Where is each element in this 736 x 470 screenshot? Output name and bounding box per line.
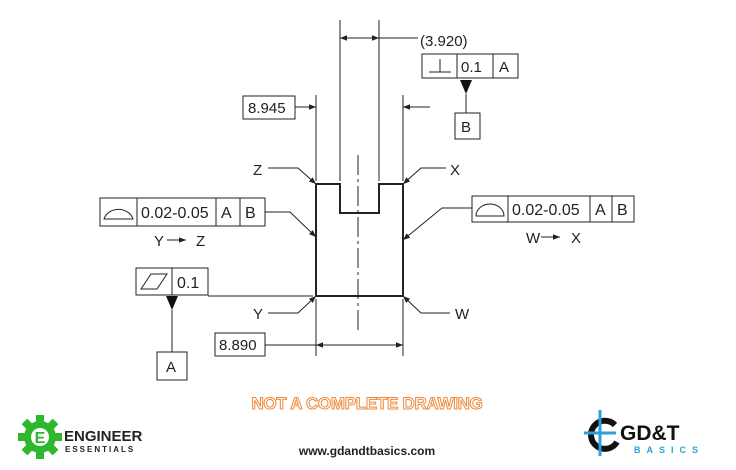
crosshair-icon (584, 410, 620, 456)
part-outline (315, 183, 404, 297)
flatness-icon (140, 273, 168, 290)
svg-text:X: X (571, 230, 581, 247)
profile-of-surface-icon (475, 203, 505, 217)
perpendicularity-icon (429, 59, 451, 73)
right-profile-fcf: 0.02-0.05 A B (471, 195, 635, 223)
datum-triangle (460, 80, 472, 94)
svg-text:B: B (245, 205, 256, 222)
svg-text:W: W (526, 230, 541, 247)
svg-text:BASICS: BASICS (634, 445, 704, 455)
point-label-x: X (450, 162, 460, 179)
svg-text:A: A (166, 359, 176, 376)
svg-text:A: A (595, 202, 606, 219)
point-label-z: Z (253, 162, 262, 179)
not-complete-notice: NOT A COMPLETE DRAWING (251, 394, 482, 413)
svg-text:ESSENTIALS: ESSENTIALS (65, 445, 135, 454)
svg-text:B: B (461, 119, 471, 136)
slot-width-ref-dim: (3.920) (420, 33, 468, 50)
svg-text:Z: Z (196, 233, 205, 250)
engineer-essentials-logo: E ENGINEER ESSENTIALS (18, 415, 143, 459)
svg-text:GD&T: GD&T (620, 422, 680, 445)
svg-text:ENGINEER: ENGINEER (64, 428, 143, 445)
svg-text:A: A (221, 205, 232, 222)
svg-text:B: B (617, 202, 628, 219)
svg-text:0.02-0.05: 0.02-0.05 (141, 205, 209, 222)
dim-box-8945 (242, 95, 296, 120)
svg-text:8.945: 8.945 (248, 100, 286, 117)
point-label-w: W (455, 306, 470, 323)
svg-text:0.1: 0.1 (177, 275, 199, 292)
svg-text:Y: Y (154, 233, 164, 250)
svg-text:E: E (35, 430, 46, 447)
left-profile-fcf: 0.02-0.05 A B (99, 197, 266, 227)
datum-b-box (454, 112, 481, 140)
svg-text:0.1: 0.1 (461, 59, 482, 76)
perpendicularity-fcf: 0.1 A (421, 53, 519, 79)
profile-of-surface-icon (103, 208, 134, 220)
flatness-fcf: 0.1 (135, 267, 209, 296)
gdt-basics-logo: GD&T BASICS (584, 410, 704, 456)
gear-icon: E (18, 415, 62, 459)
website-link[interactable]: www.gdandtbasics.com (298, 444, 435, 458)
svg-text:A: A (499, 59, 509, 76)
svg-text:8.890: 8.890 (219, 337, 257, 354)
svg-text:0.02-0.05: 0.02-0.05 (512, 202, 580, 219)
dim-box-8890 (214, 332, 266, 357)
datum-triangle (166, 296, 178, 310)
point-label-y: Y (253, 306, 263, 323)
datum-a-box (156, 351, 188, 381)
